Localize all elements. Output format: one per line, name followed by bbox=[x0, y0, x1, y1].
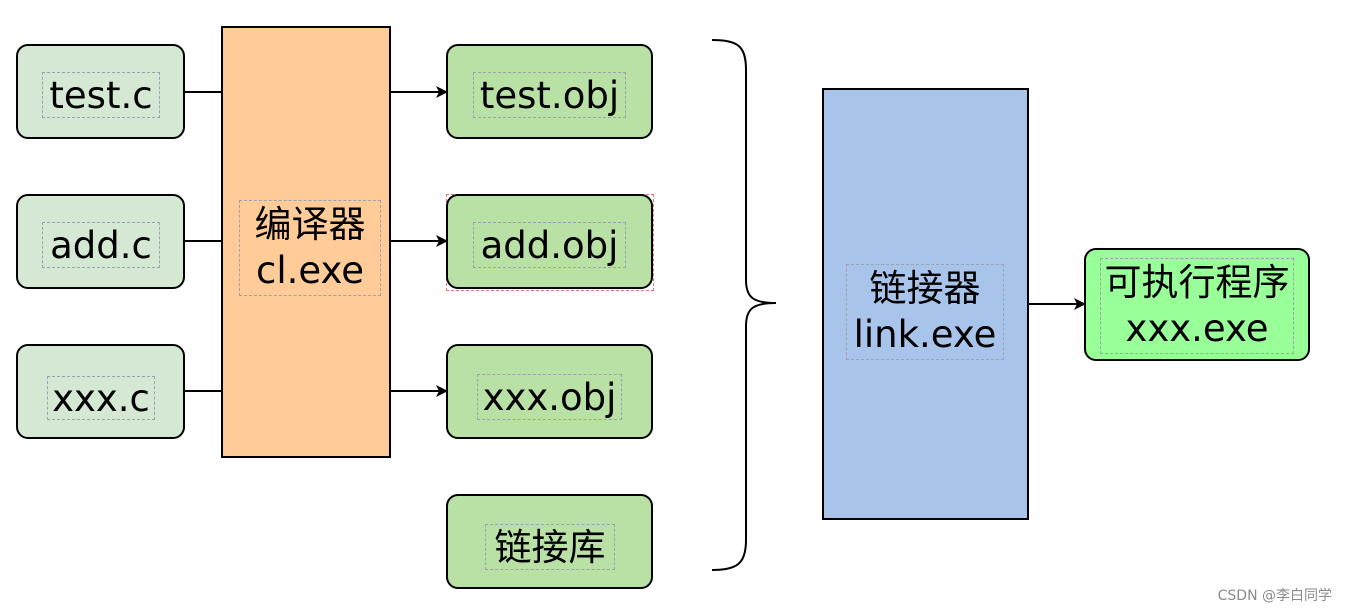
grouping-brace bbox=[711, 39, 777, 571]
compiler-label: 编译器 cl.exe bbox=[239, 200, 381, 296]
linker-label: 链接器 link.exe bbox=[846, 264, 1004, 360]
watermark: CSDN @李白同学 bbox=[1217, 588, 1332, 604]
object-file-label: add.obj bbox=[473, 222, 626, 268]
linker-block[interactable]: 链接器 link.exe bbox=[822, 88, 1029, 520]
source-file-label: add.c bbox=[42, 222, 160, 268]
output-executable[interactable]: 可执行程序 xxx.exe bbox=[1084, 248, 1310, 361]
source-file-add-c[interactable]: add.c bbox=[16, 194, 185, 289]
library-label: 链接库 bbox=[485, 524, 615, 570]
source-file-label: xxx.c bbox=[47, 376, 155, 420]
output-label: 可执行程序 xxx.exe bbox=[1100, 258, 1294, 354]
source-file-label: test.c bbox=[42, 72, 160, 118]
source-file-test-c[interactable]: test.c bbox=[16, 44, 185, 139]
object-file-add-obj[interactable]: add.obj bbox=[446, 194, 653, 289]
object-file-label: xxx.obj bbox=[477, 374, 622, 420]
source-file-xxx-c[interactable]: xxx.c bbox=[16, 344, 185, 439]
object-file-xxx-obj[interactable]: xxx.obj bbox=[446, 344, 653, 439]
object-file-label: test.obj bbox=[473, 72, 626, 118]
compiler-block[interactable]: 编译器 cl.exe bbox=[221, 26, 391, 458]
object-file-test-obj[interactable]: test.obj bbox=[446, 44, 653, 139]
library-box[interactable]: 链接库 bbox=[446, 494, 653, 589]
